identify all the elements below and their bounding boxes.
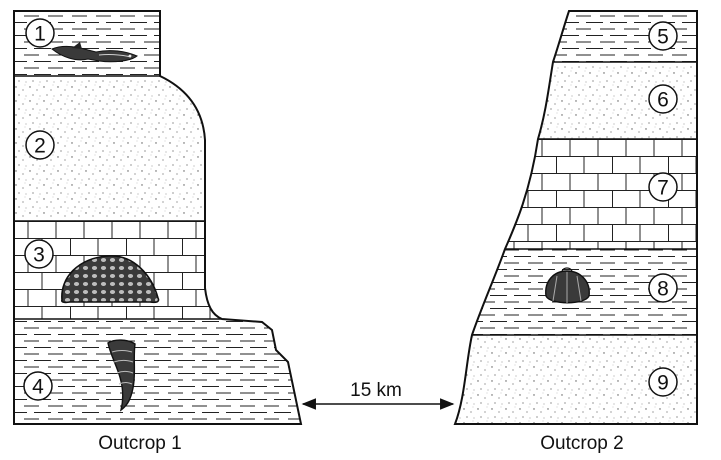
outcrop-2-layer-7: [505, 139, 697, 249]
outcrop-1-layer-2-label: 2: [25, 130, 55, 160]
coral-fossil-icon: [61, 255, 160, 304]
outcrop-1-layer-4: [14, 319, 301, 424]
outcrop-1: 1 2 3 4 Outcrop 1: [13, 10, 303, 454]
distance-indicator: 15 km: [301, 380, 455, 410]
brachiopod-fossil-icon: [545, 267, 590, 304]
outcrop-1-layer-4-label: 4: [23, 371, 53, 401]
outcrop-2-layer-5-label: 5: [648, 21, 678, 51]
horn-coral-fossil-icon: [107, 339, 136, 412]
outcrop-2-layer-6-label: 6: [648, 84, 678, 114]
svg-text:4: 4: [32, 376, 44, 399]
svg-text:3: 3: [33, 244, 45, 267]
outcrop-2-layer-9-label: 9: [648, 367, 678, 397]
outcrop-1-layer-1-label: 1: [25, 18, 55, 48]
outcrop-1-layer-3-label: 3: [24, 239, 54, 269]
svg-text:9: 9: [657, 372, 669, 395]
outcrop-1-layer-2: [14, 76, 205, 221]
svg-text:7: 7: [657, 177, 669, 200]
svg-text:2: 2: [34, 135, 46, 158]
distance-label: 15 km: [350, 380, 402, 401]
outcrop-2: 5 6 7 8 9 Outcrop 2: [453, 10, 698, 454]
outcrop-1-outline: [13, 10, 303, 425]
outcrop-2-layer-7-label: 7: [648, 172, 678, 202]
outcrop-2-layer-6: [538, 62, 697, 139]
fish-fossil-icon: [51, 42, 138, 63]
outcrop-2-caption: Outcrop 2: [540, 433, 623, 454]
outcrop-2-layer-9: [455, 335, 697, 424]
svg-text:5: 5: [657, 26, 669, 49]
outcrop-2-layer-8-label: 8: [648, 273, 678, 303]
outcrop-2-outline: [453, 10, 698, 425]
svg-text:8: 8: [657, 278, 669, 301]
svg-text:6: 6: [657, 89, 669, 112]
outcrop-1-caption: Outcrop 1: [98, 433, 181, 454]
svg-text:1: 1: [34, 23, 46, 46]
